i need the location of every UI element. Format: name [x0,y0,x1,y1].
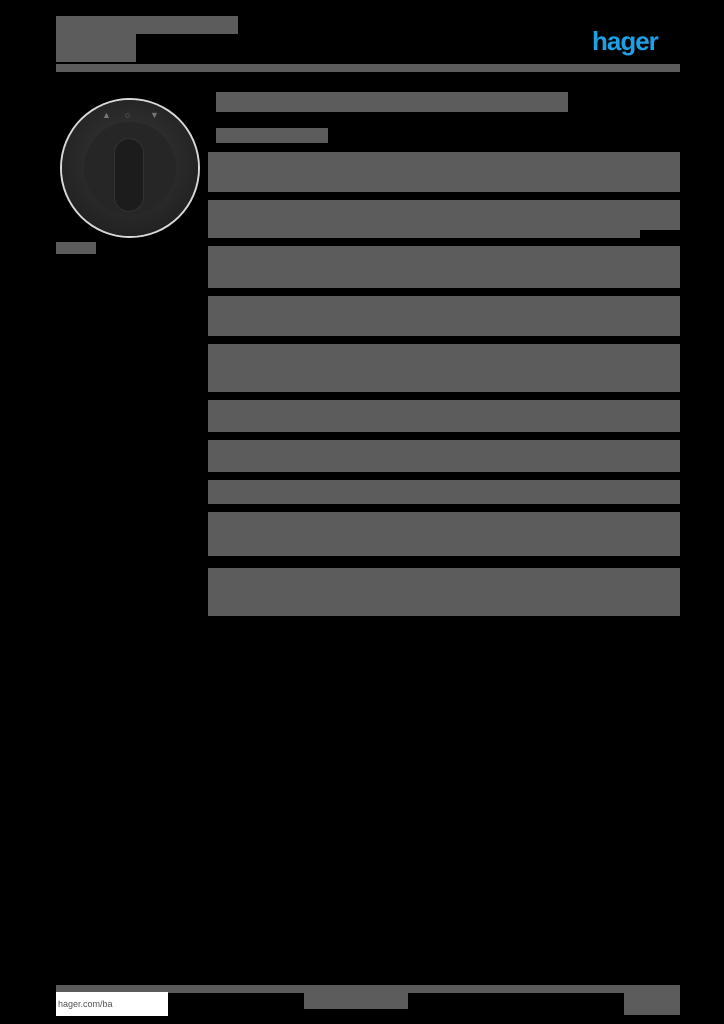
spec-section-4 [208,246,680,288]
footer-center-block [304,993,408,1009]
header-subtitle-block [56,34,136,62]
spec-section-8 [208,440,680,472]
product-title-block [216,92,568,112]
header-title-block [56,16,238,34]
image-caption-block [56,242,96,254]
footer-url[interactable]: hager.com/ba [56,992,168,1016]
spec-section-9 [208,480,680,504]
spec-section-2 [208,200,680,230]
spec-section-11 [208,568,680,616]
product-subtitle-block [216,128,328,143]
footer-right-block [624,993,680,1015]
knob-handle [114,138,144,212]
spec-row-3 [208,230,640,238]
spec-section-10 [208,512,680,556]
spec-section-1 [208,152,680,192]
footer-rule [56,985,680,993]
rotary-knob-icon: ▲ ○ ▼ [62,100,198,236]
spec-section-5 [208,296,680,336]
circle-icon: ○ [125,110,131,120]
spec-section-7 [208,400,680,432]
header-rule [56,64,680,72]
spec-section-6 [208,344,680,392]
hager-logo: hager [592,26,659,56]
down-triangle-icon: ▼ [150,110,159,120]
up-triangle-icon: ▲ [102,110,111,120]
